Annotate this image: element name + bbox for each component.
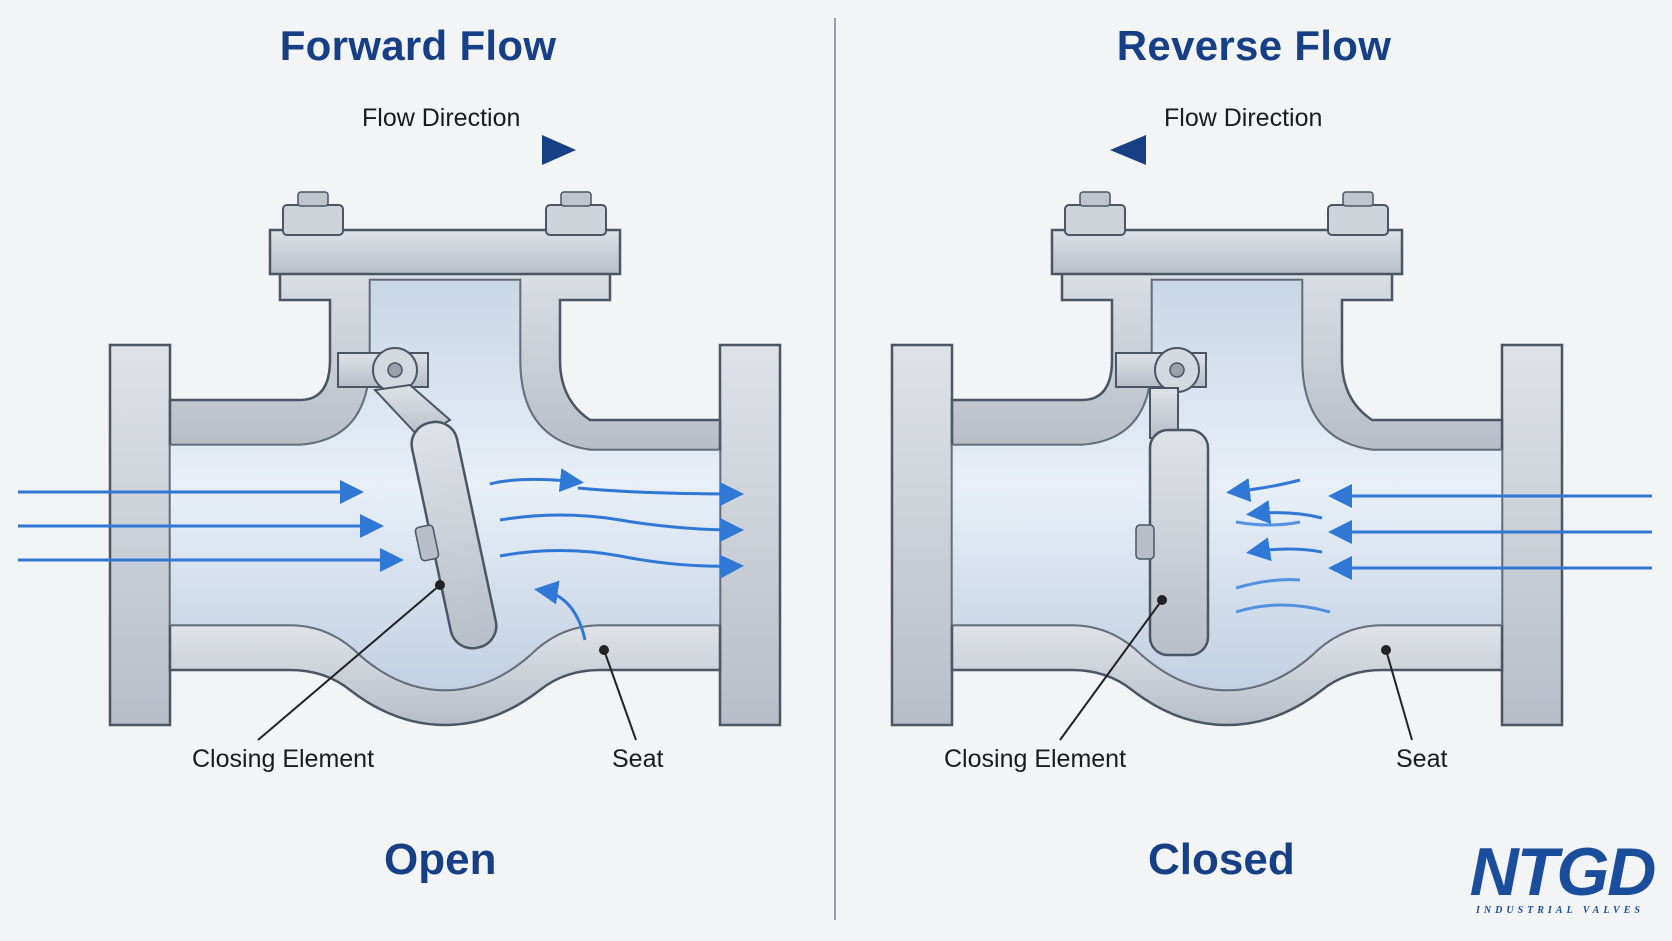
forward-flow-valve	[18, 135, 782, 741]
seat-leader	[599, 645, 637, 741]
logo-mark: NTGD	[1469, 834, 1657, 910]
company-logo: NTGD INDUSTRIAL VALVES	[1462, 837, 1662, 921]
closing-element-leader	[257, 580, 445, 741]
panel-title: Reverse Flow	[1116, 22, 1392, 69]
closing-element-label: Closing Element	[192, 745, 375, 773]
closing-element-leader	[1059, 595, 1167, 741]
closing-element-label: Closing Element	[944, 745, 1127, 773]
logo-tagline: INDUSTRIAL VALVES	[1476, 905, 1644, 916]
panel-divider	[834, 18, 836, 920]
panel-title: Forward Flow	[279, 22, 557, 69]
flow-direction-label: Flow Direction	[362, 104, 521, 132]
flow-arrows	[18, 468, 744, 641]
reverse-flow-panel: Reverse Flow Flow Direction Closing Elem…	[836, 0, 1672, 941]
valve-state-label: Closed	[1148, 835, 1295, 884]
flow-arrows	[1226, 478, 1652, 580]
closing-element-disc	[410, 420, 498, 650]
forward-flow-panel: Forward Flow Flow Direction Closing Elem…	[192, 22, 664, 884]
seat-leader	[1381, 645, 1413, 741]
seat-label: Seat	[1396, 745, 1448, 773]
seat-label: Seat	[612, 745, 664, 773]
valve-state-label: Open	[384, 835, 497, 884]
reverse-flow-valve	[890, 135, 1652, 741]
flow-direction-label: Flow Direction	[1164, 104, 1323, 132]
